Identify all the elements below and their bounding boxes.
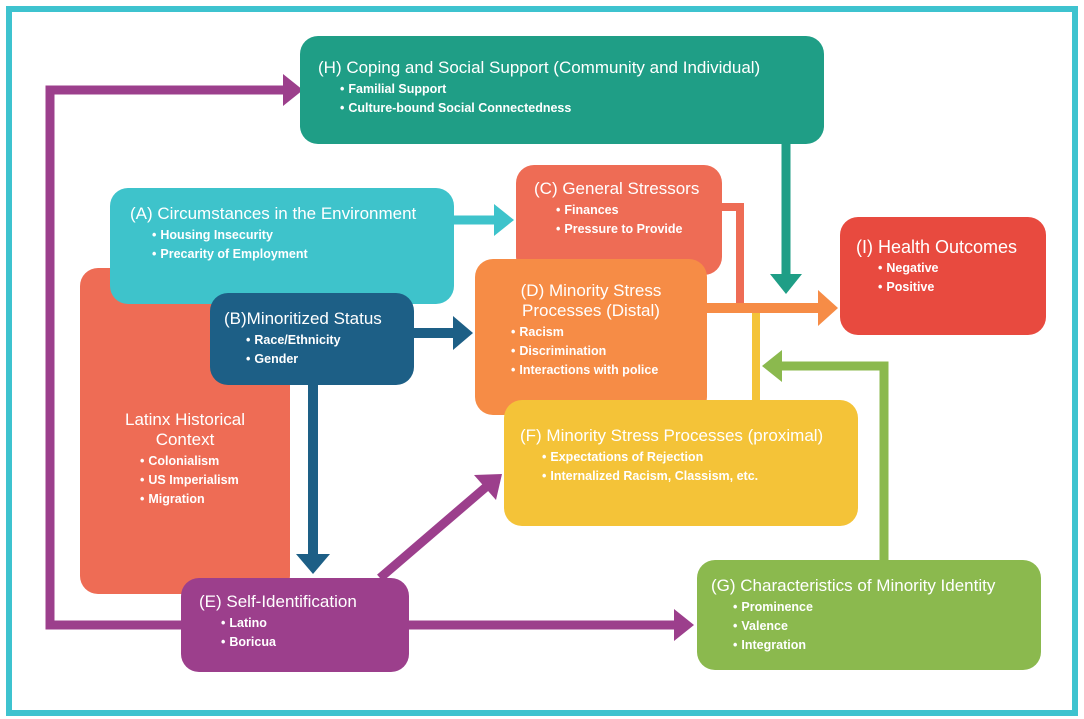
distal-list: Racism Discrimination Interactions with … — [489, 323, 693, 380]
diagram-frame — [6, 6, 1078, 716]
self-identification-title: (E) Self-Identification — [199, 592, 357, 611]
minority-identity-box: (G) Characteristics of Minority Identity… — [697, 560, 1041, 670]
arrowhead-d-to-i — [818, 290, 838, 326]
minority-identity-title: (G) Characteristics of Minority Identity — [711, 576, 996, 595]
list-item: Race/Ethnicity — [246, 331, 400, 350]
coping-title: (H) Coping and Social Support (Community… — [318, 58, 761, 77]
minority-identity-list: Prominence Valence Integration — [711, 598, 1027, 655]
list-item: Familial Support — [340, 80, 806, 99]
arrowhead-h-to-i — [770, 274, 802, 294]
list-item: Latino — [221, 614, 391, 633]
health-outcomes-title: (I) Health Outcomes — [856, 237, 1018, 257]
self-identification-box: (E) Self-Identification Latino Boricua — [181, 578, 409, 672]
arrow-e-to-h — [45, 85, 285, 630]
circumstances-title: (A) Circumstances in the Environment — [130, 204, 417, 223]
coping-social-support-box: (H) Coping and Social Support (Community… — [300, 36, 824, 144]
list-item: Migration — [140, 490, 276, 509]
proximal-title: (F) Minority Stress Processes (proximal) — [520, 426, 824, 445]
list-item: Integration — [733, 636, 1027, 655]
list-item: Discrimination — [511, 342, 693, 361]
list-item: Gender — [246, 350, 400, 369]
list-item: Internalized Racism, Classism, etc. — [542, 467, 842, 486]
circumstances-list: Housing Insecurity Precarity of Employme… — [130, 226, 434, 264]
list-item: Interactions with police — [511, 361, 693, 380]
list-item: Expectations of Rejection — [542, 448, 842, 467]
proximal-stress-box: (F) Minority Stress Processes (proximal)… — [504, 400, 858, 526]
latinx-title: Latinx Historical Context — [125, 410, 245, 449]
list-item: Pressure to Provide — [556, 220, 704, 239]
coping-list: Familial Support Culture-bound Social Co… — [318, 80, 806, 118]
health-outcomes-list: Negative Positive — [856, 259, 1030, 297]
minoritized-title: (B)Minoritized Status — [224, 309, 382, 328]
general-stressors-box: (C) General Stressors Finances Pressure … — [516, 165, 722, 275]
list-item: Colonialism — [140, 452, 276, 471]
arrowhead-e-to-g — [674, 609, 694, 641]
circumstances-environment-box: (A) Circumstances in the Environment Hou… — [110, 188, 454, 304]
self-identification-list: Latino Boricua — [199, 614, 391, 652]
arrowhead-b-to-d — [453, 316, 473, 350]
arrow-e-to-f — [377, 483, 489, 582]
list-item: Boricua — [221, 633, 391, 652]
list-item: Valence — [733, 617, 1027, 636]
minoritized-list: Race/Ethnicity Gender — [224, 331, 400, 369]
arrowhead-e-to-f — [474, 474, 502, 500]
list-item: Culture-bound Social Connectedness — [340, 99, 806, 118]
arrow-c-to-i — [722, 203, 744, 310]
list-item: Finances — [556, 201, 704, 220]
minoritized-status-box: (B)Minoritized Status Race/Ethnicity Gen… — [210, 293, 414, 385]
list-item: Prominence — [733, 598, 1027, 617]
list-item: Positive — [878, 278, 1030, 297]
arrowhead-e-to-h — [283, 74, 303, 106]
distal-title: (D) Minority Stress Processes (Distal) — [520, 281, 662, 320]
arrowhead-a-to-c — [494, 204, 514, 236]
list-item: Housing Insecurity — [152, 226, 434, 245]
latinx-list: Colonialism US Imperialism Migration — [94, 452, 276, 509]
list-item: US Imperialism — [140, 471, 276, 490]
list-item: Precarity of Employment — [152, 245, 434, 264]
arrowhead-g-to-moderation — [762, 350, 782, 382]
arrowhead-b-to-e — [296, 554, 330, 574]
distal-stress-box: (D) Minority Stress Processes (Distal) R… — [475, 259, 707, 415]
arrow-g-to-moderation — [780, 361, 889, 560]
general-stressors-list: Finances Pressure to Provide — [534, 201, 704, 239]
general-stressors-title: (C) General Stressors — [534, 179, 700, 198]
proximal-list: Expectations of Rejection Internalized R… — [520, 448, 842, 486]
list-item: Negative — [878, 259, 1030, 278]
health-outcomes-box: (I) Health Outcomes Negative Positive — [840, 217, 1046, 335]
list-item: Racism — [511, 323, 693, 342]
